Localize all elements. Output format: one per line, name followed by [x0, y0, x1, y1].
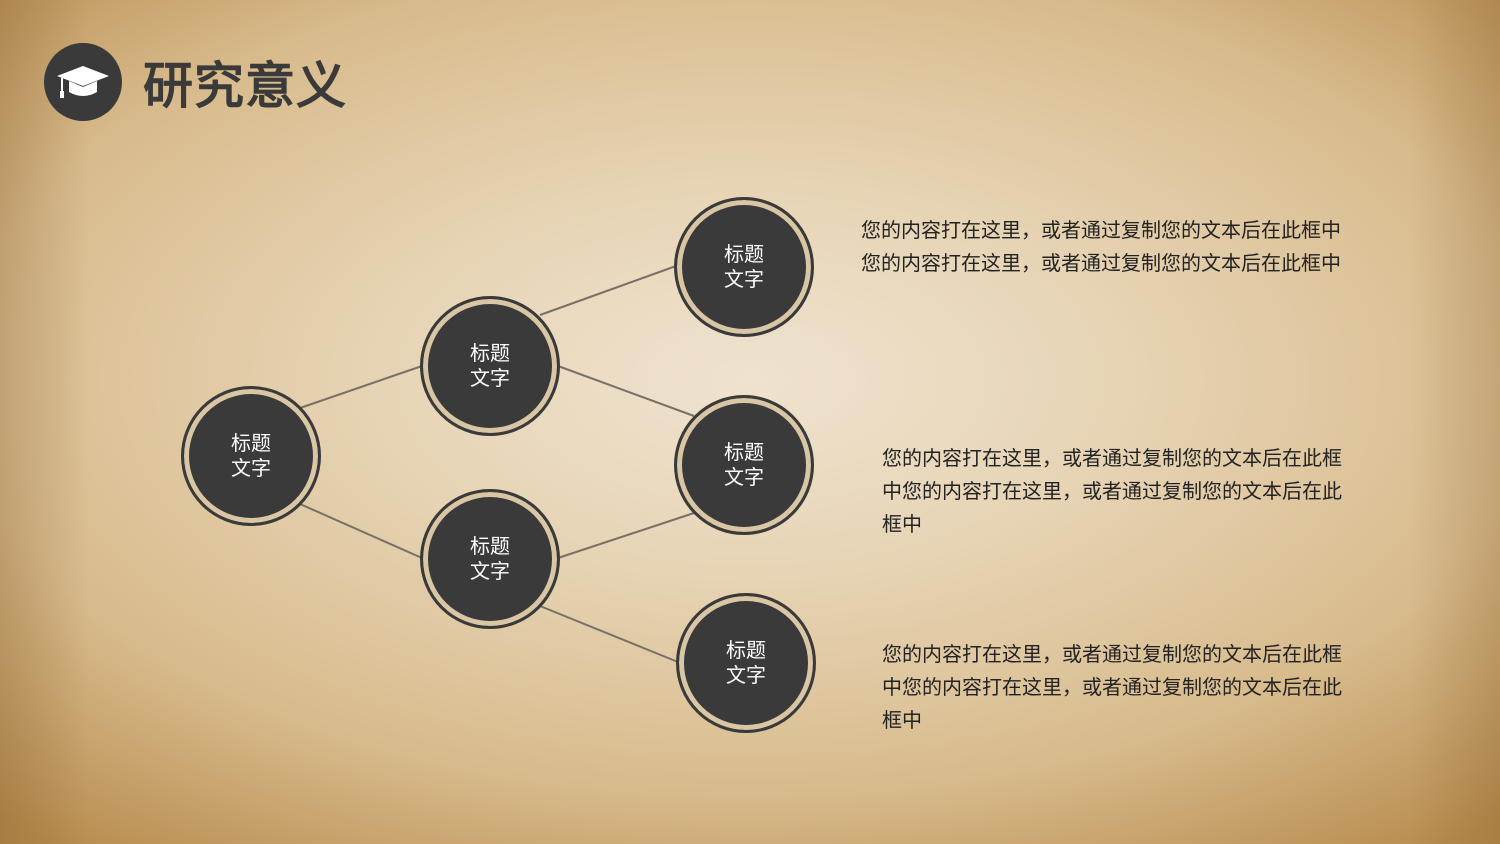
node-label-line1: 标题: [470, 341, 510, 365]
node-label-line1: 标题: [724, 440, 764, 464]
tree-node-level1-b: 标题 文字: [420, 489, 560, 629]
node-label-line2: 文字: [470, 366, 510, 390]
connector-a-2: [557, 365, 695, 417]
node-label-line1: 标题: [470, 534, 510, 558]
description-text-3: 您的内容打在这里，或者通过复制您的文本后在此框中您的内容打在这里，或者通过复制您…: [882, 642, 1342, 732]
connector-root-b: [299, 503, 423, 559]
node-label-line1: 标题: [231, 431, 271, 455]
node-label-line2: 文字: [726, 663, 766, 687]
tree-node-level2-3: 标题 文字: [676, 593, 816, 733]
connector-b-2: [557, 512, 695, 559]
node-label-line1: 标题: [726, 638, 766, 662]
graduation-cap-icon: [44, 43, 122, 121]
connector-root-a: [299, 365, 423, 409]
page-title: 研究意义: [143, 57, 347, 115]
connector-a-1: [539, 265, 677, 316]
description-text-1: 您的内容打在这里，或者通过复制您的文本后在此框中您的内容打在这里，或者通过复制您…: [861, 218, 1341, 275]
tree-node-level1-a: 标题 文字: [420, 296, 560, 436]
tree-node-level2-1: 标题 文字: [674, 197, 814, 337]
description-text-2: 您的内容打在这里，或者通过复制您的文本后在此框中您的内容打在这里，或者通过复制您…: [882, 446, 1342, 536]
tree-node-root: 标题 文字: [181, 386, 321, 526]
node-label-line2: 文字: [231, 456, 271, 480]
node-label-line2: 文字: [470, 559, 510, 583]
node-label-line1: 标题: [724, 242, 764, 266]
tree-node-level2-2: 标题 文字: [674, 395, 814, 535]
connector-b-3: [539, 605, 679, 663]
node-label-line2: 文字: [724, 465, 764, 489]
node-label-line2: 文字: [724, 267, 764, 291]
